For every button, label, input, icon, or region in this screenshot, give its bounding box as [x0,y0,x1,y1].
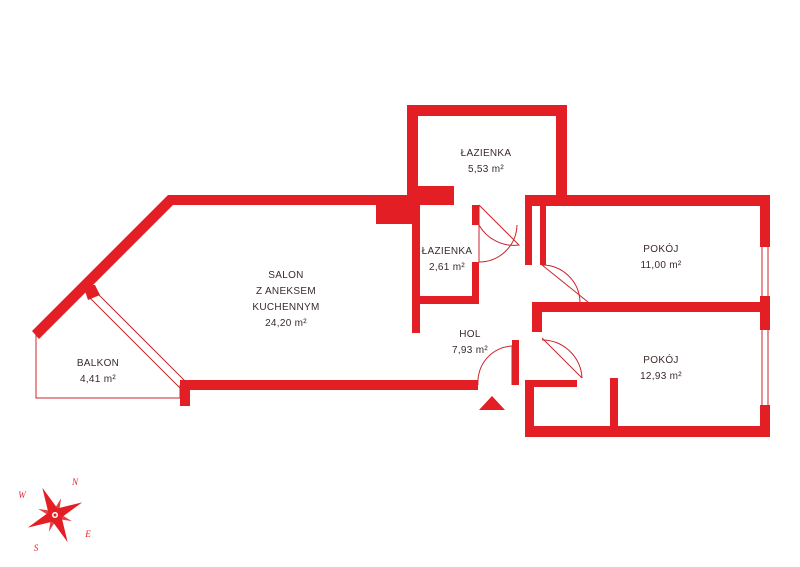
wall-salon-bottom [180,380,478,390]
room-area-lazienka-top: 5,53 m² [468,164,504,175]
door-entry [477,345,513,386]
wall-bath-top-chimney [418,186,454,205]
compass-label-n: N [71,477,79,487]
thin-lines [35,204,769,405]
room-area-lazienka-small: 2,61 m² [429,262,465,273]
wall-pokoj-bottom-closet [610,378,618,433]
wall-bath-top-top [407,105,567,116]
room-name-salon-1: SALON [268,270,303,281]
room-name-salon-2: Z ANEKSEM [256,286,316,297]
wall-hall-right-mid [532,302,542,332]
wall-pokoj-top-right [760,195,770,247]
door-pokoj-bottom-leaf [541,337,583,379]
room-name-pokoj-bottom: POKÓJ [643,353,678,366]
room-name-pokoj-top: POKÓJ [643,242,678,255]
room-area-balkon: 4,41 m² [80,374,116,385]
compass-rose-icon: N E S W [18,477,91,553]
entrance-triangle-icon [479,396,505,410]
wall-bath-top-left [407,105,418,205]
wall-pokoj-bottom-ledge [525,380,577,387]
room-area-hol: 7,93 m² [452,345,488,356]
room-name-lazienka-top: ŁAZIENKA [461,148,512,159]
room-area-pokoj-top: 11,00 m² [640,260,681,271]
wall-pokoj-bottom-left [525,383,534,437]
compass-point-w [27,512,55,528]
wall-salon-diag-stub [83,285,100,300]
room-name-balkon: BALKON [77,358,119,369]
wall-salon-diagonal [32,195,176,339]
door-pokoj-bottom [541,339,583,379]
wall-bath-small-bottom [412,296,478,304]
room-name-salon-3: KUCHENNYM [252,302,319,313]
wall-bath-top-right [556,105,567,205]
wall-hall-right-top [525,205,532,265]
wall-salon-top [168,195,418,205]
compass-point-e [55,502,83,518]
wall-hall-entry [512,340,519,385]
wall-pokoj-bottom-right-b [760,405,770,437]
door-bath-top [478,204,521,246]
compass-point-s [52,515,68,543]
wall-column [376,203,418,224]
balcony-door-line-b [87,295,181,389]
compass-point-n [42,487,58,515]
wall-pokoj-top-left [540,205,546,265]
door-bath-small [478,224,518,263]
compass-label-w: W [18,490,27,500]
door-pokoj-top-leaf [541,264,589,303]
wall-pokoj-top-right-lower [760,296,770,306]
wall-pokoj-bottom-bottom [525,426,770,437]
wall-bath-small-right [472,205,479,225]
room-labels: ŁAZIENKA 5,53 m² ŁAZIENKA 2,61 m² SALON … [77,148,682,385]
room-name-lazienka-small: ŁAZIENKA [422,246,473,257]
balcony-outline [35,335,181,399]
wall-bath-small-left [412,205,420,333]
room-area-salon: 24,20 m² [265,318,307,329]
wall-pokoj-top-top [525,195,770,206]
compass-label-e: E [84,529,91,539]
room-name-hol: HOL [459,329,481,340]
compass-label-s: S [34,543,39,553]
wall-pokoj-bottom-right-a [760,302,770,330]
wall-bath-small-right2 [472,262,479,304]
wall-salon-bottom-post [180,380,190,406]
balcony-door-line-a [93,289,187,383]
room-area-pokoj-bottom: 12,93 m² [640,371,682,382]
walls [32,105,770,437]
door-pokoj-top [541,264,581,303]
wall-pokoj-divider [542,302,770,312]
